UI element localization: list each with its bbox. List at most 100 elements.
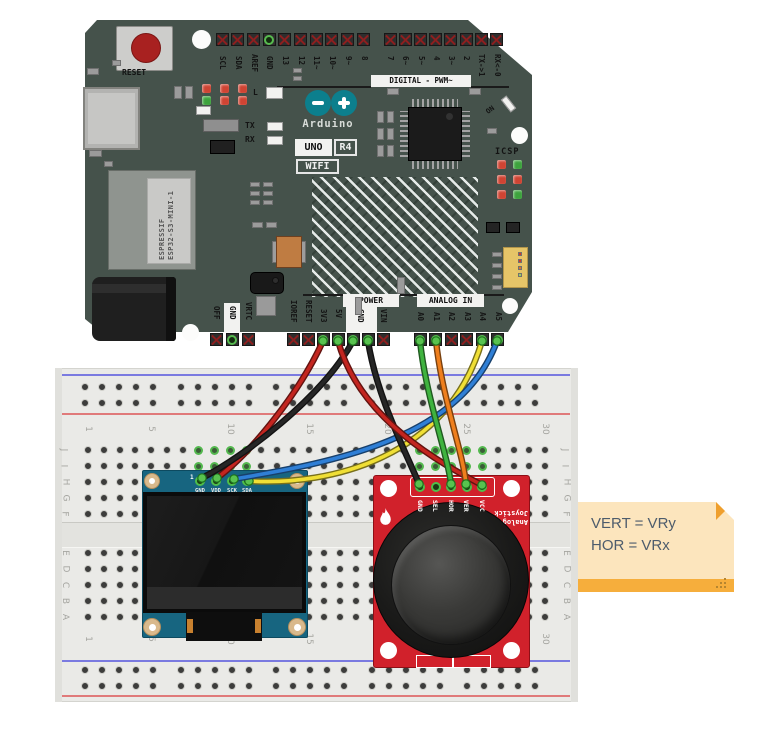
breadboard-rail-hole[interactable] (193, 399, 202, 407)
breadboard-rail-hole[interactable] (289, 399, 297, 407)
breadboard-rail-hole[interactable] (418, 383, 427, 391)
breadboard-hole[interactable] (351, 597, 360, 605)
breadboard-hole[interactable] (115, 613, 124, 621)
breadboard-rail-hole[interactable] (306, 666, 314, 674)
joystick-pin-SEL[interactable] (430, 482, 441, 492)
breadboard-rail-hole[interactable] (367, 399, 376, 407)
breadboard-rail-hole[interactable] (418, 399, 427, 407)
breadboard-rail-hole[interactable] (340, 666, 348, 674)
breadboard-hole[interactable] (115, 581, 124, 589)
breadboard-hole[interactable] (336, 597, 345, 605)
arduino-pin-A0[interactable] (413, 333, 427, 346)
arduino-pin-12[interactable] (294, 33, 307, 46)
joystick-stick-cap[interactable] (391, 525, 511, 645)
breadboard-hole[interactable] (304, 462, 313, 470)
arduino-pin-VRTC[interactable] (241, 333, 255, 346)
breadboard-hole[interactable] (415, 446, 424, 455)
breadboard-hole[interactable] (430, 446, 440, 455)
breadboard-hole[interactable] (131, 510, 140, 518)
breadboard-hole[interactable] (99, 510, 108, 518)
breadboard-rail-hole[interactable] (193, 383, 202, 391)
breadboard-hole[interactable] (162, 446, 171, 454)
arduino-pin-5V[interactable] (331, 333, 345, 346)
breadboard-rail-hole[interactable] (531, 399, 539, 407)
breadboard-rail-hole[interactable] (176, 666, 185, 674)
breadboard-hole[interactable] (367, 462, 376, 470)
breadboard-hole[interactable] (525, 446, 534, 454)
breadboard-rail-hole[interactable] (435, 682, 444, 690)
breadboard-rail-hole[interactable] (272, 399, 280, 407)
breadboard-rail-hole[interactable] (176, 682, 185, 690)
breadboard-hole[interactable] (84, 478, 92, 486)
joystick-pin-GND[interactable] (415, 482, 425, 492)
breadboard-rail-hole[interactable] (227, 399, 236, 407)
breadboard-rail-hole[interactable] (132, 383, 140, 391)
arduino-pin-VIN[interactable] (376, 333, 390, 346)
breadboard-rail-hole[interactable] (514, 399, 522, 407)
breadboard-rail-hole[interactable] (435, 399, 444, 407)
breadboard-hole[interactable] (351, 478, 360, 486)
arduino-pin-2[interactable] (459, 33, 473, 46)
breadboard-hole[interactable] (541, 549, 549, 557)
breadboard-hole[interactable] (320, 549, 329, 557)
breadboard-rail-hole[interactable] (176, 383, 185, 391)
breadboard-hole[interactable] (351, 462, 360, 470)
breadboard-hole[interactable] (541, 565, 549, 573)
oled-pin-SCK[interactable] (227, 476, 237, 486)
breadboard-hole[interactable] (320, 510, 329, 518)
breadboard-rail-hole[interactable] (340, 682, 348, 690)
breadboard-rail-hole[interactable] (435, 383, 444, 391)
breadboard-hole[interactable] (320, 494, 329, 502)
breadboard-hole[interactable] (225, 446, 235, 455)
breadboard-hole[interactable] (351, 446, 360, 454)
breadboard-rail-hole[interactable] (401, 682, 410, 690)
breadboard-hole[interactable] (430, 462, 440, 471)
breadboard-hole[interactable] (541, 510, 549, 518)
breadboard-rail-hole[interactable] (480, 383, 488, 391)
arduino-pin-11~[interactable] (309, 33, 323, 46)
arduino-pin-TX->1[interactable] (474, 33, 488, 46)
breadboard-hole[interactable] (304, 446, 313, 454)
breadboard-rail-hole[interactable] (497, 399, 505, 407)
breadboard-rail-hole[interactable] (132, 666, 140, 674)
breadboard-rail-hole[interactable] (480, 682, 488, 690)
breadboard-hole[interactable] (99, 478, 108, 486)
breadboard-rail-hole[interactable] (81, 383, 89, 391)
breadboard-hole[interactable] (99, 494, 108, 502)
breadboard-hole[interactable] (351, 510, 360, 518)
breadboard-hole[interactable] (320, 613, 329, 621)
breadboard-hole[interactable] (351, 549, 360, 557)
breadboard-hole[interactable] (131, 613, 140, 621)
breadboard-hole[interactable] (131, 478, 140, 486)
breadboard-hole[interactable] (336, 494, 345, 502)
arduino-pin-13[interactable] (278, 33, 292, 46)
breadboard-rail-hole[interactable] (401, 383, 410, 391)
arduino-pin-OFF[interactable] (209, 333, 223, 346)
breadboard-hole[interactable] (336, 581, 345, 589)
joystick-pin-VER[interactable] (461, 482, 472, 492)
breadboard-rail-hole[interactable] (340, 399, 348, 407)
breadboard-hole[interactable] (478, 462, 487, 471)
breadboard-rail-hole[interactable] (384, 682, 393, 690)
breadboard-hole[interactable] (351, 494, 360, 502)
breadboard-rail-hole[interactable] (81, 666, 89, 674)
breadboard-rail-hole[interactable] (210, 383, 219, 391)
breadboard-hole[interactable] (84, 446, 92, 454)
arduino-pin-6~[interactable] (398, 33, 412, 46)
breadboard-rail-hole[interactable] (149, 666, 157, 674)
breadboard-hole[interactable] (351, 613, 360, 621)
breadboard-rail-hole[interactable] (115, 383, 123, 391)
breadboard-rail-hole[interactable] (384, 383, 393, 391)
breadboard-rail-hole[interactable] (514, 682, 522, 690)
breadboard-rail-hole[interactable] (149, 682, 157, 690)
breadboard-hole[interactable] (336, 565, 345, 573)
arduino-pin-GND[interactable] (361, 333, 375, 346)
breadboard-hole[interactable] (131, 581, 140, 589)
breadboard-hole[interactable] (288, 446, 297, 454)
breadboard-rail-hole[interactable] (531, 666, 539, 674)
breadboard-hole[interactable] (541, 581, 549, 589)
breadboard-hole[interactable] (147, 462, 155, 470)
breadboard-rail-hole[interactable] (227, 383, 236, 391)
breadboard-rail-hole[interactable] (115, 399, 123, 407)
breadboard-hole[interactable] (131, 446, 140, 454)
